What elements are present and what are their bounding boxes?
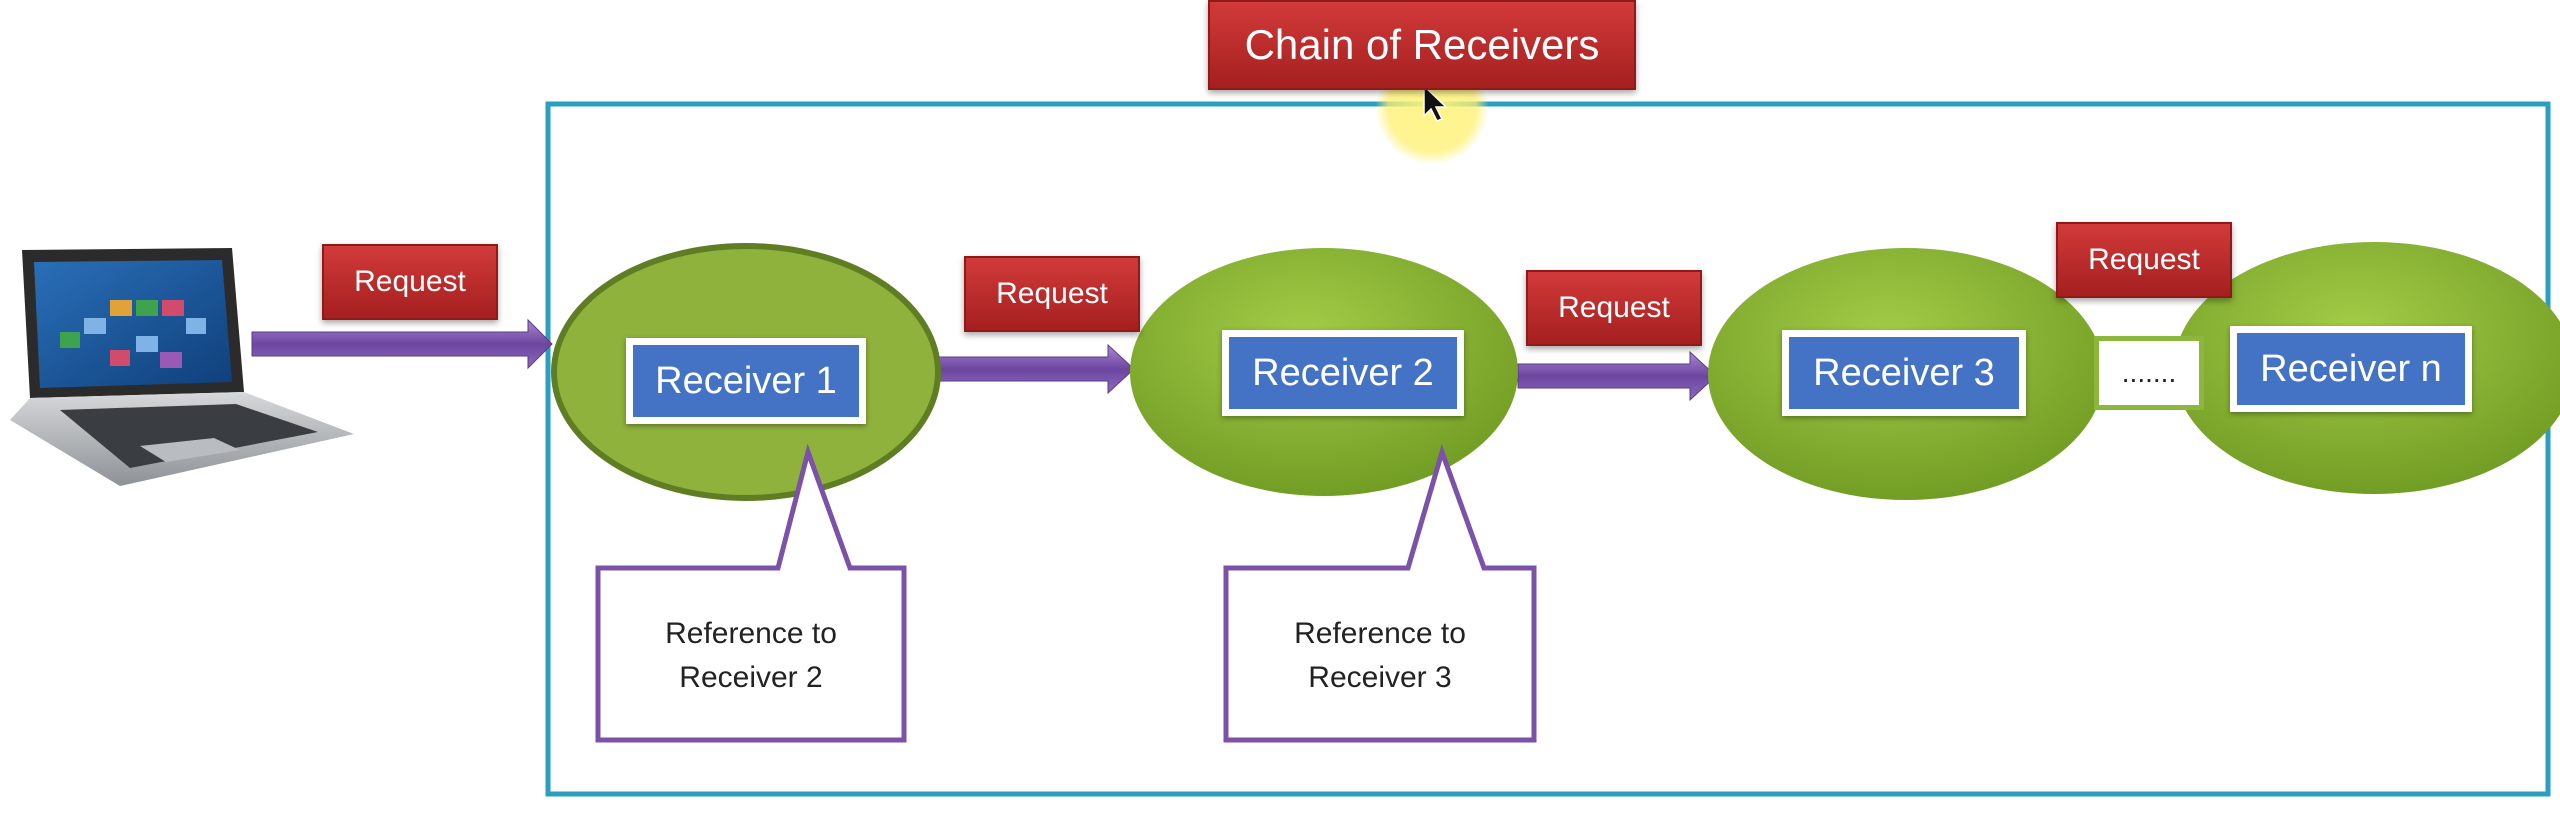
cursor-arrow-icon xyxy=(1423,84,1448,122)
request-label-2: Request xyxy=(964,256,1140,332)
arrow-laptop-to-receiver-1 xyxy=(251,318,553,370)
receiver-label-2: Receiver 2 xyxy=(1222,330,1464,416)
laptop-icon xyxy=(10,248,354,486)
reference-text-1: Reference to Receiver 2 xyxy=(598,612,904,700)
chain-frame xyxy=(545,101,2551,797)
reference-text-2: Reference to Receiver 3 xyxy=(1226,612,1534,700)
ellipsis-connector: ....... xyxy=(2094,336,2204,410)
arrow-receiver-1-to-2 xyxy=(931,343,1135,395)
reference-1-line-2: Receiver 2 xyxy=(679,661,823,694)
reference-2-line-1: Reference to xyxy=(1294,617,1466,650)
diagram-title: Chain of Receivers xyxy=(1208,0,1636,90)
receiver-label-n: Receiver n xyxy=(2230,326,2472,412)
receiver-label-1: Receiver 1 xyxy=(626,338,866,424)
reference-callout-2 xyxy=(1223,443,1537,743)
reference-2-line-2: Receiver 3 xyxy=(1308,661,1452,694)
arrow-receiver-2-to-3 xyxy=(1517,350,1717,402)
reference-1-line-1: Reference to xyxy=(665,617,837,650)
request-label-3: Request xyxy=(1526,270,1702,346)
request-label-4: Request xyxy=(2056,222,2232,298)
reference-callout-1 xyxy=(595,443,907,743)
receiver-label-3: Receiver 3 xyxy=(1782,330,2026,416)
request-label-1: Request xyxy=(322,244,498,320)
